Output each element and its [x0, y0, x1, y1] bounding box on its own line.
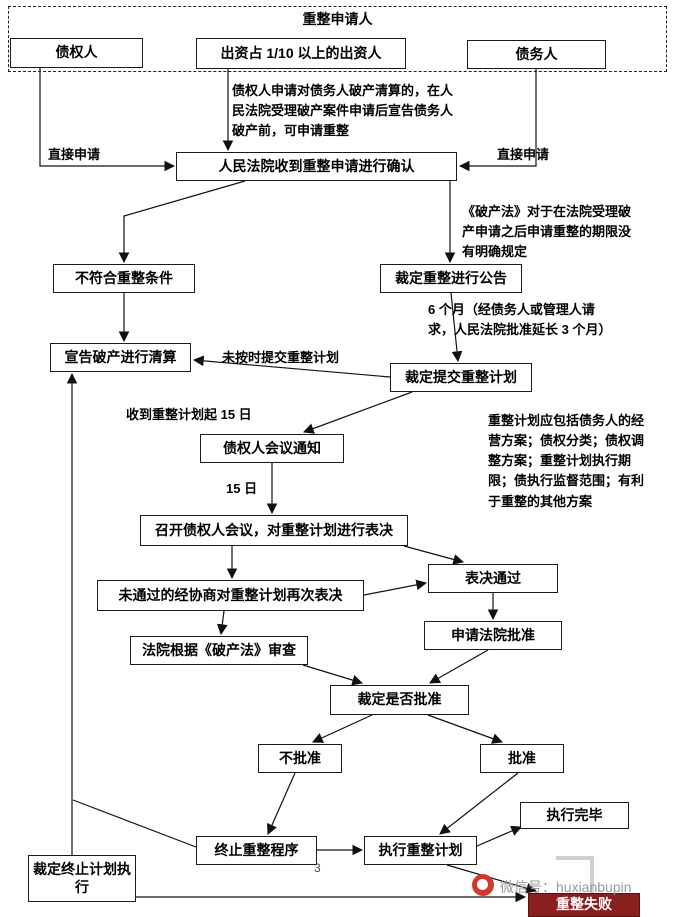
applicant-group-title: 重整申请人 — [302, 11, 373, 27]
node-court-review: 法院根据《破产法》审查 — [130, 636, 308, 665]
arrow-submitplan-to-notice — [302, 391, 413, 434]
node-creditor: 债权人 — [10, 38, 143, 68]
arrow-approved-to-execute — [439, 772, 519, 835]
node-revote: 未通过的经协商对重整计划再次表决 — [97, 580, 364, 611]
label-direct-apply-right: 直接申请 — [497, 147, 550, 162]
node-hold-meeting: 召开债权人会议，对重整计划进行表决 — [140, 515, 408, 546]
node-approved: 批准 — [480, 744, 564, 773]
label-direct-apply-left: 直接申请 — [48, 147, 101, 162]
line-terminate-to-vertical — [72, 799, 197, 848]
arrow-review-to-ruling — [302, 664, 364, 686]
arrow-creditor-to-court — [39, 68, 176, 172]
arrow-submitplan-to-declare — [192, 355, 391, 378]
frame-watermark-icon — [556, 856, 594, 894]
node-not-qualified: 不符合重整条件 — [53, 264, 195, 293]
node-reorg-failed: 重整失败 — [528, 893, 640, 917]
note-creditor-application: 债权人申请对债务人破产清算的，在人民法院受理破产案件申请后宣告债务人破产前，可申… — [232, 83, 454, 139]
note-six-months: 6 个月（经债务人或管理人请求，人民法院批准延长 3 个月） — [428, 302, 612, 338]
node-meeting-notice: 债权人会议通知 — [200, 434, 344, 463]
arrow-court-to-notqualified — [118, 180, 246, 264]
node-announce: 裁定重整进行公告 — [380, 264, 522, 293]
arrow-announce-to-submitplan — [450, 292, 463, 363]
node-submit-plan: 裁定提交重整计划 — [390, 363, 532, 392]
arrow-revote-to-votepassed — [363, 579, 428, 596]
node-court-confirm: 人民法院收到重整申请进行确认 — [176, 152, 457, 181]
label-15-days: 15 日 — [226, 481, 258, 496]
arrow-notapproved-to-terminate — [266, 772, 296, 835]
wechat-logo-icon — [472, 874, 494, 896]
node-terminate-execution: 裁定终止计划执行 — [28, 855, 136, 902]
node-ruling-approve: 裁定是否批准 — [330, 685, 469, 715]
arrow-meeting-to-votepassed — [403, 545, 465, 565]
node-terminate-procedure: 终止重整程序 — [196, 836, 317, 865]
label-late-submit: 未按时提交重整计划 — [222, 350, 340, 365]
node-investor: 出资占 1/10 以上的出资人 — [196, 38, 406, 69]
node-debtor: 债务人 — [467, 40, 606, 69]
node-execute-plan: 执行重整计划 — [364, 836, 477, 865]
node-vote-passed: 表决通过 — [428, 564, 558, 593]
node-execution-done: 执行完毕 — [520, 802, 629, 829]
label-receive-15-days: 收到重整计划起 15 日 — [126, 407, 252, 422]
arrow-ruling-to-notapproved — [312, 714, 373, 743]
watermark-text: 微信号：huxianbupin — [500, 879, 632, 895]
arrow-ruling-to-approved — [427, 714, 504, 744]
arrow-debtor-to-court — [458, 69, 537, 172]
page-number: 3 — [314, 861, 321, 875]
arrow-revote-to-review — [216, 610, 228, 636]
node-declare-bankruptcy: 宣告破产进行清算 — [50, 343, 191, 372]
node-apply-approval: 申请法院批准 — [424, 621, 562, 650]
arrow-apply-to-ruling — [429, 649, 489, 684]
note-plan-contents: 重整计划应包括债务人的经营方案；债权分类；债权调整方案；重整计划执行期限；债执行… — [488, 413, 645, 509]
arrow-execute-to-done — [476, 825, 522, 847]
note-bankruptcy-law: 《破产法》对于在法院受理破产申请之后申请重整的期限没有明确规定 — [462, 204, 632, 260]
node-not-approved: 不批准 — [258, 744, 342, 773]
